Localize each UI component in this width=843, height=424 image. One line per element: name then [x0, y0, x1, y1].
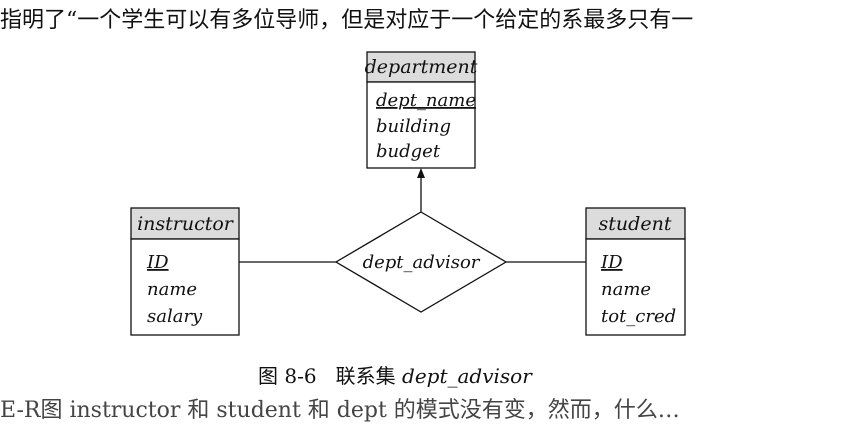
entity-department-key-attr: dept_name — [376, 90, 476, 111]
entity-department-attr: budget — [376, 141, 441, 162]
entity-instructor-header — [130, 207, 240, 240]
entity-student-attr: tot_cred — [601, 306, 676, 327]
figure-caption: 图 8-6 联系集 dept_advisor — [258, 360, 532, 389]
entity-student-key-attr: ID — [600, 252, 623, 273]
entity-department-header — [366, 51, 476, 83]
caption-relationship-name: dept_advisor — [402, 364, 532, 388]
arrowhead-to-department — [417, 168, 425, 178]
entity-student-title: student — [599, 213, 672, 235]
entity-department: department dept_name building budget — [365, 51, 478, 169]
entity-department-attr: building — [376, 116, 451, 137]
entity-instructor-key-attr: ID — [146, 252, 169, 273]
entity-student: student ID name tot_cred — [585, 207, 686, 336]
relationship-dept-advisor: dept_advisor — [334, 211, 508, 313]
top-paragraph-text: 指明了“一个学生可以有多位导师，但是对应于一个给定的系最多只有一 — [0, 8, 694, 33]
entity-instructor-title: instructor — [137, 213, 235, 235]
caption-prefix: 图 8-6 — [258, 364, 317, 388]
entity-instructor-attr: name — [147, 279, 197, 300]
entity-department-title: department — [365, 56, 478, 78]
caption-label: 联系集 — [335, 364, 396, 388]
entity-student-body — [585, 238, 686, 336]
entity-student-attr: name — [601, 279, 651, 300]
bottom-paragraph-text: E-R图 instructor 和 student 和 dept 的模式没有变，… — [0, 398, 680, 423]
entity-instructor-attr: salary — [147, 306, 203, 327]
relationship-diamond — [334, 211, 508, 313]
entity-department-body — [366, 81, 476, 169]
entity-instructor-body — [130, 238, 240, 336]
entity-instructor: instructor ID name salary — [130, 207, 240, 336]
relationship-label: dept_advisor — [363, 252, 481, 273]
